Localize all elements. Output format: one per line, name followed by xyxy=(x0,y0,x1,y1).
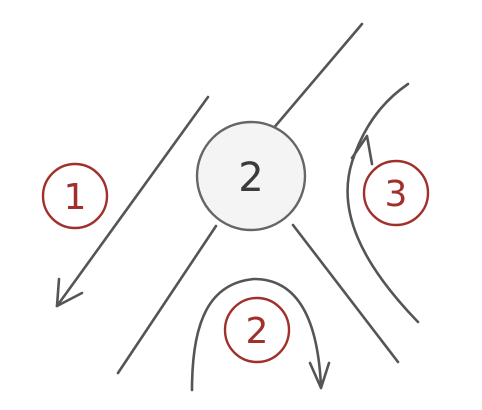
arrow-2-head xyxy=(308,361,331,390)
label-1-circle xyxy=(41,162,109,230)
edge-lower-left xyxy=(116,224,218,375)
label-1-text: 1 xyxy=(64,177,87,218)
edge-upper-right xyxy=(270,22,364,132)
label-2-text: 2 xyxy=(246,311,269,352)
label-2-circle xyxy=(223,296,291,364)
arrow-1-head xyxy=(55,277,84,308)
edge-lower-right xyxy=(291,223,400,364)
central-node-label: 2 xyxy=(238,155,263,201)
arrow-3-head xyxy=(350,134,374,166)
central-node xyxy=(195,120,307,232)
arrow-3-curve xyxy=(346,82,420,324)
label-3-text: 3 xyxy=(385,174,408,215)
arrow-1-shaft xyxy=(55,95,210,308)
label-3-circle xyxy=(362,159,430,227)
arrow-2-curve xyxy=(190,277,323,392)
